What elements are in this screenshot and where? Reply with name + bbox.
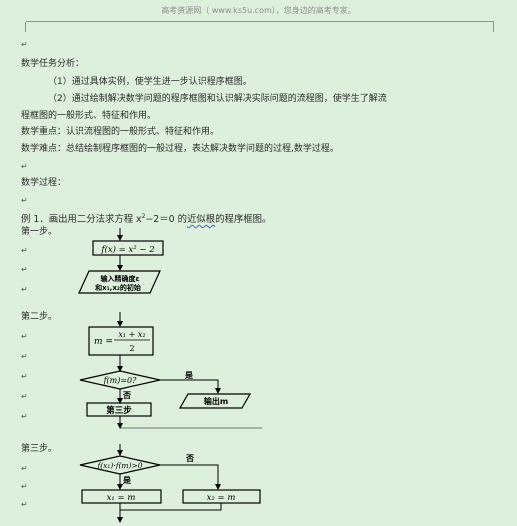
paragraph-mark: ↵ xyxy=(21,196,28,205)
assign-x2: x₂ = m xyxy=(207,493,236,503)
step-3-box xyxy=(86,402,152,417)
condition-2: f(x₁)·f(m)>0 xyxy=(96,461,142,470)
task-2-line-1: （2）通过绘制解决数学问题的程序框图和认识解决实际问题的流程图，使学生了解流 xyxy=(48,94,387,104)
example-mid: −2＝0 的 xyxy=(145,214,187,226)
input-line-2: 和x₁,x₂的初始 xyxy=(94,283,141,292)
input-line-1: 输入精确度ε xyxy=(101,274,140,283)
paragraph-mark: ↵ xyxy=(21,392,28,401)
page-header: 高考资源网（ www.ks5u.com），您身边的高考专家。 xyxy=(161,6,356,15)
paragraph-mark: ↵ xyxy=(21,246,28,255)
paragraph-mark: ↵ xyxy=(21,372,28,381)
task-2-line-2: 程框图的一般形式、特征和作用。 xyxy=(21,111,157,121)
step-3-label: 第三步。 xyxy=(21,444,58,454)
step-2-label: 第二步。 xyxy=(21,312,58,322)
crop-mark-right xyxy=(493,22,502,32)
paragraph-mark: ↵ xyxy=(21,265,28,274)
paragraph-mark: ↵ xyxy=(21,162,28,171)
function-definition: f(x) = x² − 2 xyxy=(100,244,154,255)
flow-arrow xyxy=(160,464,221,490)
paragraph-mark: ↵ xyxy=(21,412,28,421)
assign-x1-box xyxy=(81,489,162,504)
midpoint-numerator: x₁ + x₂ xyxy=(118,330,145,339)
output-label: 输出m xyxy=(204,396,228,406)
process-label: 数学过程： xyxy=(21,178,67,188)
step-3-box-label: 第三步 xyxy=(106,405,132,416)
midpoint-box xyxy=(88,326,154,356)
no-label-1: 否 xyxy=(122,391,131,400)
example-prefix: 例 1．画出用二分法求方程 x xyxy=(21,214,142,226)
task-1: （1）通过具体实例，使学生进一步认识程序框图。 xyxy=(48,77,252,87)
header-rule xyxy=(26,21,494,22)
difficulty: 数学难点：总结绘制程序框图的一般过程，表达解决数学问题的过程,数学过程。 xyxy=(21,144,339,154)
paragraph-mark: ↵ xyxy=(21,352,28,361)
assign-x1: x₁ = m xyxy=(107,493,136,503)
example-1: 例 1．画出用二分法求方程 x2−2＝0 的近似根的程序框图。 xyxy=(21,211,271,226)
no-label-2: 否 xyxy=(185,454,194,463)
example-sup: 2 xyxy=(141,213,146,220)
paragraph-mark: ↵ xyxy=(21,332,28,341)
yes-label-1: 是 xyxy=(184,370,193,380)
example-underline: 近似根 xyxy=(186,214,216,226)
paragraph-mark: ↵ xyxy=(21,500,28,509)
function-box xyxy=(92,240,164,256)
key-point: 数学重点：认识流程图的一般形式、特征和作用。 xyxy=(21,127,220,137)
paragraph-mark: ↵ xyxy=(21,482,28,491)
midpoint-lhs: m = xyxy=(94,337,113,347)
crop-mark-left xyxy=(18,22,26,32)
yes-label-2: 是 xyxy=(122,475,131,485)
paragraph-mark: ↵ xyxy=(21,40,28,49)
condition-1: f(m)=0? xyxy=(103,376,138,385)
task-analysis-label: 数学任务分析： xyxy=(21,59,85,69)
midpoint-denominator: 2 xyxy=(129,344,134,353)
input-parallelogram xyxy=(78,270,161,294)
flow-arrow xyxy=(160,379,221,394)
flow-line xyxy=(120,503,222,511)
paragraph-mark: ↵ xyxy=(21,285,28,294)
paragraph-mark: ↵ xyxy=(21,464,28,473)
step-1-label: 第一步。 xyxy=(21,227,58,237)
output-parallelogram xyxy=(178,393,252,409)
example-suffix: 的程序框图。 xyxy=(215,214,272,226)
